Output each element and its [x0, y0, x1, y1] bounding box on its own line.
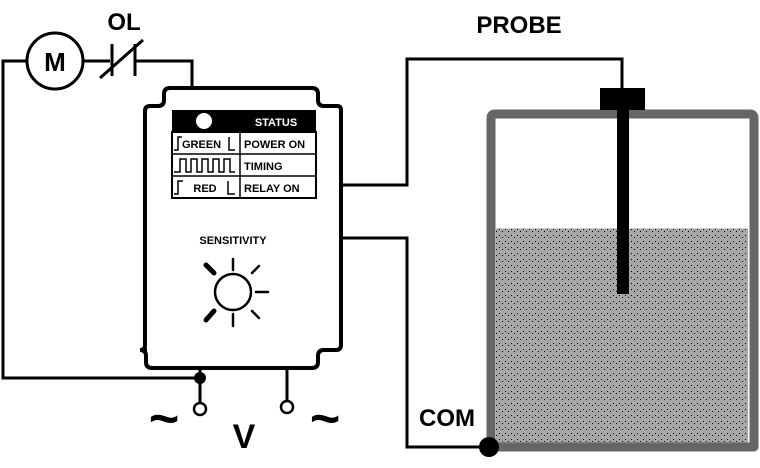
sensitivity-knob[interactable]: [203, 257, 270, 328]
motor-label: M: [44, 47, 66, 77]
timing-pulse-icon: [174, 158, 235, 173]
com-wire: [343, 236, 488, 449]
indicator-meaning-relay: RELAY ON: [244, 183, 300, 195]
probe-rod: [617, 110, 629, 294]
pulse-off-icon: [227, 181, 235, 195]
motor-symbol: M: [25, 31, 85, 91]
status-header: STATUS: [255, 117, 297, 129]
com-label: COM: [419, 405, 475, 432]
tank-wall: [486, 109, 759, 452]
indicator-signal-red: RED: [193, 183, 216, 195]
status-led-icon: [196, 113, 212, 129]
indicator-signal-green: GREEN: [182, 139, 221, 151]
terminal-right: [279, 399, 295, 415]
controller-housing-left: [139, 86, 171, 352]
pulse-off-icon: [228, 137, 235, 151]
junction-dot: [194, 372, 206, 384]
probe-label: PROBE: [476, 12, 561, 39]
probe-wire: [343, 57, 624, 187]
pulse-on-icon: [174, 136, 182, 151]
ac-symbol-left: ~: [149, 390, 179, 448]
motor-left-wire: [1, 59, 200, 380]
probe-cap: [600, 88, 645, 110]
overload-contact-symbol: OL: [99, 9, 144, 80]
indicator-meaning-power: POWER ON: [244, 139, 305, 151]
pulse-on-icon: [174, 180, 183, 195]
com-junction-dot: [479, 437, 499, 457]
voltage-label: V: [233, 418, 256, 456]
ol-controller-wire: [135, 59, 194, 86]
terminal-left: [192, 401, 208, 417]
sensitivity-label: SENSITIVITY: [199, 235, 267, 247]
ac-symbol-right: ~: [310, 390, 340, 448]
controller-housing: [139, 86, 343, 370]
status-panel: STATUS GREEN POWER ON TIMING RED RELAY O…: [171, 110, 317, 199]
overload-label: OL: [107, 9, 140, 36]
indicator-meaning-timing: TIMING: [244, 161, 283, 173]
